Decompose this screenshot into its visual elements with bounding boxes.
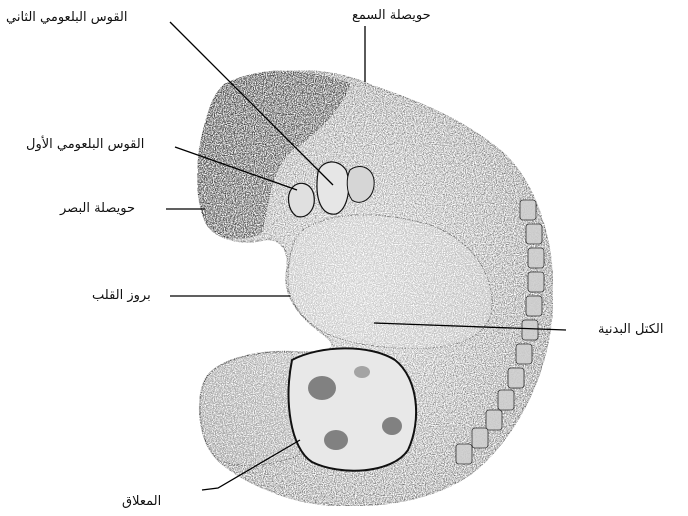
label-heart-bulge: بروز القلب xyxy=(92,288,151,304)
label-otic-vesicle: حويصلة السمع xyxy=(352,8,431,24)
label-optic-vesicle: حويصلة البصر xyxy=(60,201,135,217)
label-first-pharyngeal-arch: القوس البلعومي الأول xyxy=(26,137,144,153)
label-somites: الكتل البدنية xyxy=(598,322,663,338)
label-yolk-stalk: المعلاق xyxy=(122,494,161,510)
label-second-pharyngeal-arch: القوس البلعومي الثاني xyxy=(6,10,128,26)
embryo-body xyxy=(198,71,553,506)
